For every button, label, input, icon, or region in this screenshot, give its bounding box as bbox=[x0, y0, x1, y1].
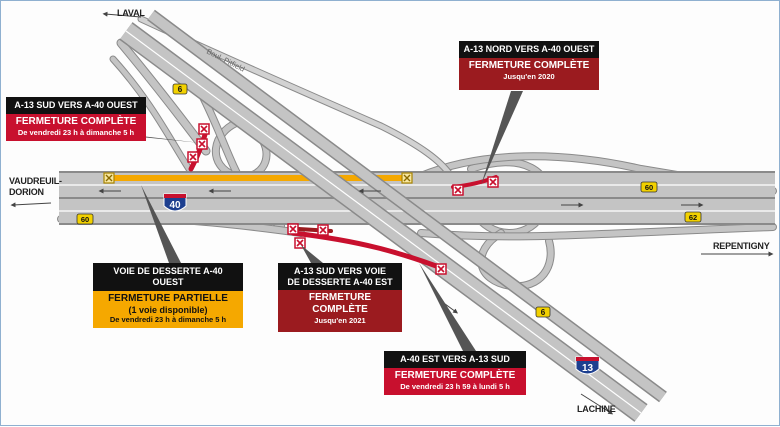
callout-voie-desserte-a40-ouest: VOIE DE DESSERTE A-40 OUEST FERMETURE PA… bbox=[93, 263, 243, 328]
closure-x-icon bbox=[187, 151, 199, 163]
route-60-shield-icon: 60 bbox=[640, 181, 658, 193]
interstate-13-shield-icon: 13 bbox=[575, 356, 600, 375]
closure-x-icon bbox=[435, 263, 447, 275]
place-vaudreuil: VAUDREUIL- bbox=[9, 176, 62, 186]
route-62-shield-icon: 62 bbox=[684, 211, 702, 223]
closure-x-icon bbox=[452, 184, 464, 196]
callout-status: FERMETURE COMPLÈTE bbox=[394, 370, 516, 381]
callout-title: A-40 EST VERS A-13 SUD bbox=[384, 351, 526, 368]
partial-x-icon bbox=[103, 172, 115, 184]
closure-x-icon bbox=[294, 237, 306, 249]
closure-markers bbox=[103, 123, 499, 275]
svg-text:60: 60 bbox=[81, 215, 89, 224]
place-dorion: DORION bbox=[9, 187, 44, 197]
callout-period: Jusqu'en 2021 bbox=[314, 316, 366, 325]
interstate-40-shield-icon: 40 bbox=[163, 193, 187, 212]
closure-x-icon bbox=[196, 138, 208, 150]
callout-title: A-13 SUD VERS A-40 OUEST bbox=[6, 97, 146, 114]
route-6-shield-icon: 6 bbox=[172, 83, 188, 95]
callout-status: FERMETURE COMPLÈTE bbox=[15, 116, 137, 127]
svg-text:6: 6 bbox=[541, 308, 546, 317]
place-laval: LAVAL bbox=[117, 8, 145, 18]
callout-a40-est-a13-sud: A-40 EST VERS A-13 SUD FERMETURE COMPLÈT… bbox=[384, 351, 526, 395]
route-6-shield-icon: 6 bbox=[535, 306, 551, 318]
callout-title-line2: DE DESSERTE A-40 EST bbox=[287, 277, 393, 287]
callout-period: De vendredi 23 h à dimanche 5 h bbox=[109, 315, 227, 324]
callout-title: VOIE DE DESSERTE A-40 OUEST bbox=[93, 263, 243, 291]
callout-title: A-13 NORD VERS A-40 OUEST bbox=[459, 41, 599, 58]
route-60-shield-icon: 60 bbox=[76, 213, 94, 225]
partial-closure-segment bbox=[109, 175, 409, 181]
a13-mainline bbox=[119, 9, 667, 422]
callout-a13-sud-desserte-a40-est: A-13 SUD VERS VOIE DE DESSERTE A-40 EST … bbox=[278, 263, 402, 332]
callout-a13-sud-a40-ouest: A-13 SUD VERS A-40 OUEST FERMETURE COMPL… bbox=[6, 97, 146, 141]
svg-text:6: 6 bbox=[178, 85, 183, 94]
svg-text:62: 62 bbox=[689, 213, 697, 222]
closure-x-icon bbox=[317, 224, 329, 236]
svg-text:13: 13 bbox=[582, 363, 594, 374]
partial-x-icon bbox=[401, 172, 413, 184]
direction-arrows bbox=[10, 11, 774, 415]
callout-detail: (1 voie disponible) bbox=[128, 305, 208, 315]
closure-x-icon bbox=[198, 123, 210, 135]
route-shields: 6 6 60 60 62 40 13 bbox=[76, 83, 702, 375]
closure-x-icon bbox=[487, 176, 499, 188]
callout-title-line1: A-13 SUD VERS VOIE bbox=[293, 266, 387, 276]
callout-pointers bbox=[131, 91, 523, 351]
callout-a13-nord-a40-ouest: A-13 NORD VERS A-40 OUEST FERMETURE COMP… bbox=[459, 41, 599, 90]
callout-period: Jusqu'en 2020 bbox=[503, 72, 555, 81]
callout-status: FERMETURE COMPLÈTE bbox=[308, 292, 372, 315]
place-repentigny: REPENTIGNY bbox=[713, 241, 770, 251]
svg-text:60: 60 bbox=[645, 183, 653, 192]
callout-period: De vendredi 23 h 59 à lundi 5 h bbox=[400, 382, 510, 391]
callout-period: De vendredi 23 h à dimanche 5 h bbox=[17, 128, 135, 137]
svg-text:40: 40 bbox=[169, 200, 181, 211]
closure-x-icon bbox=[287, 223, 299, 235]
place-lachine: LACHINE bbox=[577, 404, 616, 414]
callout-status: FERMETURE COMPLÈTE bbox=[468, 60, 590, 71]
callout-status: FERMETURE PARTIELLE bbox=[108, 293, 228, 304]
